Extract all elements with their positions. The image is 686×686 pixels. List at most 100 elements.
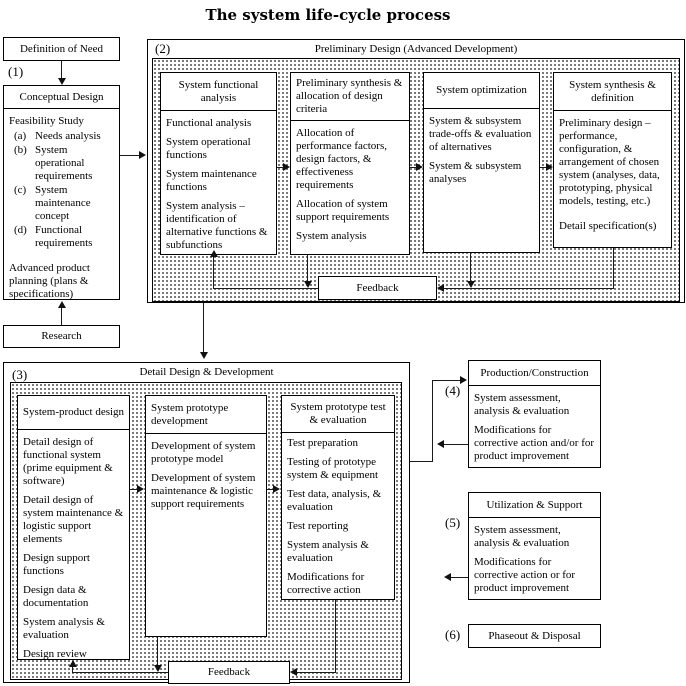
item-letter: (d) bbox=[14, 223, 27, 236]
system-optimization-box: System optimization System & subsystem t… bbox=[423, 72, 540, 253]
preliminary-synthesis-box: Preliminary synthesis & allocation of de… bbox=[290, 72, 410, 255]
feasibility-study-title: Feasibility Study bbox=[9, 115, 84, 127]
list-item: Allocation of performance factors, desig… bbox=[296, 127, 388, 191]
subbox-header: System prototype test & evaluation bbox=[282, 396, 394, 433]
list-item: Allocation of system support requirement… bbox=[296, 197, 390, 223]
list-item: (a) Needs analysis bbox=[9, 130, 116, 143]
list-item: Detail specification(s) bbox=[559, 219, 657, 232]
list-item: Design data & documentation bbox=[23, 583, 89, 609]
item-text: System operational requirements bbox=[35, 143, 93, 182]
stage2-number: (2) bbox=[155, 41, 171, 56]
list-item: System operational functions bbox=[166, 135, 251, 161]
list-item: Test preparation bbox=[287, 437, 359, 449]
stage4-number: (4) bbox=[445, 383, 461, 398]
subbox-header: System-product design bbox=[18, 396, 129, 430]
subbox-content: Preliminary design – performance, config… bbox=[554, 111, 671, 233]
feedback2-down-line-2 bbox=[470, 253, 471, 281]
list-item: Functional analysis bbox=[166, 117, 252, 129]
feedback2-down-arrow-head-1 bbox=[304, 281, 312, 288]
arrow-sb2-to-sb3-line bbox=[410, 167, 417, 168]
definition-of-need-label: Definition of Need bbox=[19, 42, 104, 55]
arrow-sb1-to-sb2-head bbox=[283, 163, 290, 171]
feedback3-down-arrow-head bbox=[154, 665, 162, 672]
list-item: Detail design of functional system (prim… bbox=[23, 436, 113, 487]
connector-stage3-to-stage4-line-3 bbox=[432, 380, 461, 381]
feedback-box-stage3: Feedback bbox=[168, 661, 290, 684]
list-item: System maintenance functions bbox=[166, 167, 257, 193]
arrow-sb32-to-sb33-head bbox=[273, 485, 280, 493]
feedback4-arrow-head bbox=[437, 440, 444, 448]
list-item: System analysis – identification of alte… bbox=[166, 199, 268, 251]
item-text: System maintenance concept bbox=[35, 183, 91, 222]
arrow-sb32-to-sb33-line bbox=[267, 489, 274, 490]
arrow-conceptual-to-preliminary-head bbox=[139, 151, 146, 159]
arrow-sb1-to-sb2-line bbox=[277, 167, 284, 168]
subbox-header: System synthesis & definition bbox=[554, 73, 671, 111]
list-item: (b) System operational requirements bbox=[9, 144, 116, 183]
list-item: Development of system maintenance & logi… bbox=[151, 471, 256, 510]
feedback3-down-line bbox=[157, 637, 158, 665]
list-item: Preliminary design – performance, config… bbox=[559, 117, 660, 207]
list-item: System assessment, analysis & evaluation bbox=[474, 392, 570, 417]
feedback2-down-line-1 bbox=[307, 255, 308, 281]
item-letter: (c) bbox=[14, 183, 27, 196]
list-item: Test data, analysis, & evaluation bbox=[287, 487, 382, 513]
conceptual-design-header: Conceptual Design bbox=[4, 86, 119, 109]
research-box: Research bbox=[3, 325, 120, 348]
feedback4-arrow-line bbox=[444, 444, 468, 445]
subbox-content: System assessment, analysis & evaluation… bbox=[469, 518, 600, 595]
subbox-header: Production/Construction bbox=[469, 361, 600, 386]
subbox-header: Preliminary synthesis & allocation of de… bbox=[291, 73, 409, 121]
preliminary-design-header: Preliminary Design (Advanced Development… bbox=[314, 43, 518, 55]
list-item: System analysis & evaluation bbox=[23, 615, 105, 641]
item-letter: (a) bbox=[14, 129, 27, 142]
conceptual-design-box: Conceptual Design Feasibility Study (a) … bbox=[3, 85, 120, 300]
feedback3-up-line bbox=[72, 667, 73, 673]
connector-stage3-to-stage4-line-1 bbox=[410, 461, 433, 462]
list-item: Modifications for corrective action and/… bbox=[474, 423, 595, 462]
feedback3-left-arrow-head bbox=[290, 668, 297, 676]
arrow-sb31-to-sb32-head bbox=[137, 485, 144, 493]
list-item: Design support functions bbox=[23, 551, 90, 577]
arrow-sb3-to-sb4-head bbox=[546, 163, 553, 171]
feedback2-up-line bbox=[213, 257, 214, 288]
feedback5-arrow-line bbox=[451, 577, 468, 578]
research-label: Research bbox=[41, 330, 82, 343]
list-item: Modifications for corrective action or f… bbox=[474, 555, 576, 594]
connector-stage2-to-stage3-head bbox=[200, 352, 208, 359]
list-item: Modifications for corrective action bbox=[287, 570, 365, 596]
subbox-content: Functional analysis System operational f… bbox=[161, 111, 276, 252]
feedback3-hline-right bbox=[297, 672, 335, 673]
stage1-number: (1) bbox=[8, 64, 24, 79]
stage5-number: (5) bbox=[445, 515, 461, 530]
list-item: System analysis & evaluation bbox=[287, 538, 369, 564]
item-text: Needs analysis bbox=[35, 129, 101, 142]
list-item: Design review bbox=[23, 647, 87, 660]
feedback2-left-arrow-head bbox=[437, 284, 444, 292]
system-prototype-test-box: System prototype test & evaluation Test … bbox=[281, 395, 395, 600]
list-item: (d) Functional requirements bbox=[9, 224, 116, 250]
feedback2-down-arrow-head-2 bbox=[467, 281, 475, 288]
phaseout-disposal-label: Phaseout & Disposal bbox=[488, 629, 581, 642]
list-item: System assessment, analysis & evaluation bbox=[474, 524, 570, 549]
item-letter: (b) bbox=[14, 143, 27, 156]
feedback2-up-arrow-head bbox=[210, 250, 218, 257]
subbox-header: System functional analysis bbox=[161, 73, 276, 111]
list-item: System & subsystem trade-offs & evaluati… bbox=[429, 115, 532, 153]
subbox-content: Allocation of performance factors, desig… bbox=[291, 121, 409, 243]
feedback-box-stage2: Feedback bbox=[318, 276, 437, 300]
definition-of-need-box: Definition of Need bbox=[3, 37, 120, 61]
utilization-support-box: Utilization & Support System assessment,… bbox=[468, 492, 601, 600]
arrow-sb31-to-sb32-line bbox=[130, 489, 138, 490]
connector-stage2-to-stage3-line bbox=[203, 303, 204, 353]
arrow-sb3-to-sb4-line bbox=[540, 167, 547, 168]
item-text: Functional requirements bbox=[35, 223, 93, 249]
arrow-defneed-to-conceptual-head bbox=[58, 78, 66, 85]
system-functional-analysis-box: System functional analysis Functional an… bbox=[160, 72, 277, 255]
subbox-header: System optimization bbox=[424, 73, 539, 109]
list-item: Testing of prototype system & equipment bbox=[287, 455, 379, 481]
advanced-product-planning-text: Advanced product planning (plans & speci… bbox=[9, 261, 90, 300]
feedback3-right-vline bbox=[335, 600, 336, 673]
subbox-content: Development of system prototype model De… bbox=[146, 434, 266, 511]
